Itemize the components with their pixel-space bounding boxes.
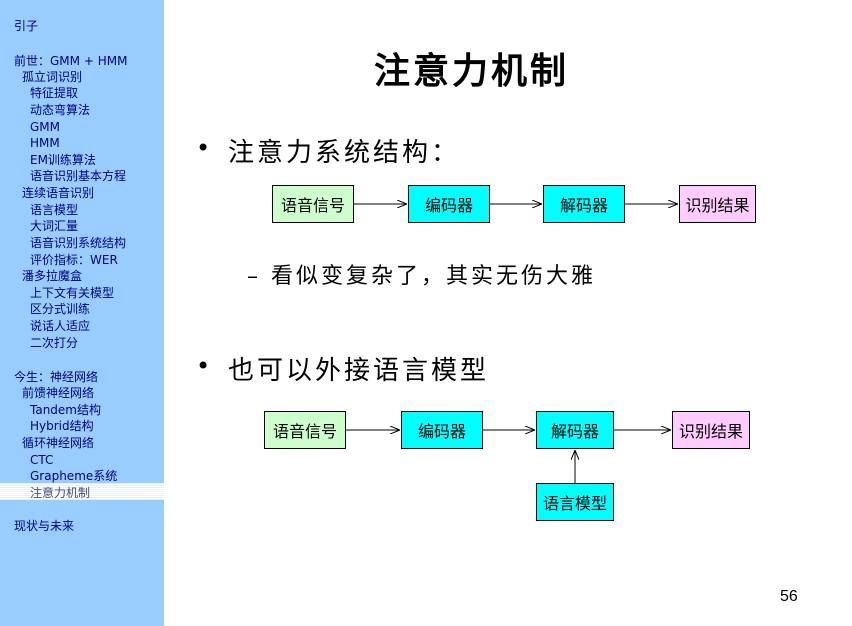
nav-item-past-gmm-hmm[interactable]: 前世：GMM + HMM bbox=[14, 54, 128, 68]
nav-item-rescoring[interactable]: 二次打分 bbox=[30, 336, 79, 350]
nav-item-rnn[interactable]: 循环神经网络 bbox=[22, 436, 95, 450]
nav-item-feedforward[interactable]: 前馈神经网络 bbox=[22, 386, 95, 400]
d2-result-box: 识别结果 bbox=[672, 411, 750, 449]
page-number: 56 bbox=[780, 588, 798, 605]
nav-item-context-models[interactable]: 上下文有关模型 bbox=[30, 286, 115, 300]
bullet-architecture: 注意力系统结构： bbox=[228, 138, 461, 168]
nav-item-dtw[interactable]: 动态弯算法 bbox=[30, 103, 91, 117]
slide-title: 注意力机制 bbox=[374, 50, 570, 92]
nav-item-em[interactable]: EM训练算法 bbox=[30, 153, 96, 167]
nav-item-gmm[interactable]: GMM bbox=[30, 120, 61, 134]
bullet-marker: • bbox=[196, 352, 211, 380]
d1-result-box: 识别结果 bbox=[679, 185, 756, 223]
d2-encoder-box: 编码器 bbox=[401, 411, 483, 449]
nav-item-language-model[interactable]: 语言模型 bbox=[30, 203, 79, 217]
slide-content: 注意力机制 • 注意力系统结构： 语音信号 编码器 解码器 识别结果 – 看似变… bbox=[164, 0, 852, 626]
d1-speech-signal-box: 语音信号 bbox=[272, 185, 354, 223]
nav-item-discriminative[interactable]: 区分式训练 bbox=[30, 302, 91, 316]
sidebar-outline: 引子 前世：GMM + HMM 孤立词识别 特征提取 动态弯算法 GMM HMM… bbox=[0, 0, 164, 626]
nav-item-present-nn[interactable]: 今生：神经网络 bbox=[14, 370, 99, 384]
d1-decoder-box: 解码器 bbox=[543, 185, 625, 223]
nav-item-feature-extraction[interactable]: 特征提取 bbox=[30, 86, 79, 100]
active-item-highlight bbox=[0, 483, 164, 500]
bullet-external-lm: 也可以外接语言模型 bbox=[228, 356, 490, 386]
nav-item-future[interactable]: 现状与未来 bbox=[14, 519, 75, 533]
d2-decoder-box: 解码器 bbox=[536, 411, 614, 449]
d2-language-model-box: 语言模型 bbox=[536, 483, 614, 521]
nav-item-hmm[interactable]: HMM bbox=[30, 136, 60, 150]
nav-item-system-structure[interactable]: 语音识别系统结构 bbox=[30, 236, 127, 250]
nav-item-large-vocab[interactable]: 大词汇量 bbox=[30, 219, 79, 233]
nav-item-continuous[interactable]: 连续语音识别 bbox=[22, 186, 95, 200]
d2-speech-signal-box: 语音信号 bbox=[264, 411, 346, 449]
nav-item-attention-active[interactable]: 注意力机制 bbox=[30, 486, 91, 500]
nav-item-isolated-word[interactable]: 孤立词识别 bbox=[22, 70, 83, 84]
sub-bullet-comment: – 看似变复杂了，其实无伤大雅 bbox=[247, 264, 596, 289]
nav-item-pandora[interactable]: 潘多拉魔盒 bbox=[22, 269, 83, 283]
nav-item-wer[interactable]: 评价指标：WER bbox=[30, 253, 118, 267]
nav-item-ctc[interactable]: CTC bbox=[30, 453, 54, 467]
bullet-marker: • bbox=[196, 134, 211, 162]
d1-encoder-box: 编码器 bbox=[408, 185, 490, 223]
nav-item-intro[interactable]: 引子 bbox=[14, 19, 39, 33]
nav-item-asr-equation[interactable]: 语音识别基本方程 bbox=[30, 169, 127, 183]
nav-item-speaker-adapt[interactable]: 说话人适应 bbox=[30, 319, 91, 333]
nav-item-tandem[interactable]: Tandem结构 bbox=[30, 403, 101, 417]
nav-item-hybrid[interactable]: Hybrid结构 bbox=[30, 419, 94, 433]
nav-item-grapheme[interactable]: Grapheme系统 bbox=[30, 469, 118, 483]
diagram-arrows bbox=[346, 0, 678, 483]
